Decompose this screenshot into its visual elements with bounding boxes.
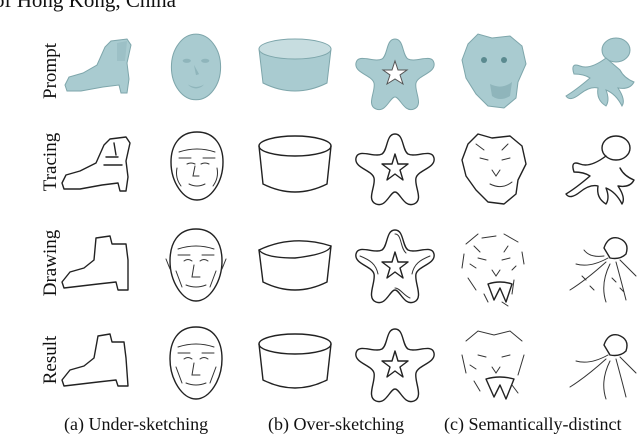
result-head-sketch (162, 323, 230, 403)
prompt-head-image (165, 28, 227, 110)
prompt-star-image (352, 35, 438, 111)
tracing-boot-sketch (58, 135, 142, 197)
tracing-star-sketch (352, 130, 438, 206)
boot-icon (64, 38, 132, 94)
prompt-tiger-image (458, 30, 530, 112)
drawing-tiger-sketch (456, 228, 532, 308)
tiger-icon (461, 33, 527, 109)
result-boot-sketch (58, 330, 142, 392)
result-octopus-sketch (560, 325, 640, 405)
result-star-sketch (352, 325, 438, 403)
drawing-cylinder-sketch (255, 232, 335, 300)
drawing-head-sketch (162, 225, 230, 305)
caption-semantically-distinct: (c) Semantically-distinct (444, 414, 622, 434)
tracing-tiger-sketch (458, 130, 532, 208)
head-icon (170, 33, 222, 101)
prompt-cylinder-image (255, 35, 335, 100)
drawing-octopus-sketch (560, 228, 640, 308)
tracing-octopus-sketch (560, 130, 640, 208)
drawing-star-sketch (350, 226, 440, 306)
drawing-boot-sketch (58, 232, 142, 294)
tracing-head-sketch (165, 128, 229, 204)
prompt-octopus-image (560, 30, 640, 112)
affiliation-text: of Hong Kong, China (0, 0, 176, 12)
caption-under-sketching: (a) Under-sketching (64, 414, 209, 434)
caption-over-sketching: (b) Over-sketching (268, 414, 405, 434)
tracing-cylinder-sketch (255, 132, 335, 202)
octopus-icon (565, 37, 635, 107)
result-cylinder-sketch (255, 330, 335, 398)
result-tiger-sketch (456, 325, 532, 405)
prompt-boot-image (60, 35, 142, 100)
